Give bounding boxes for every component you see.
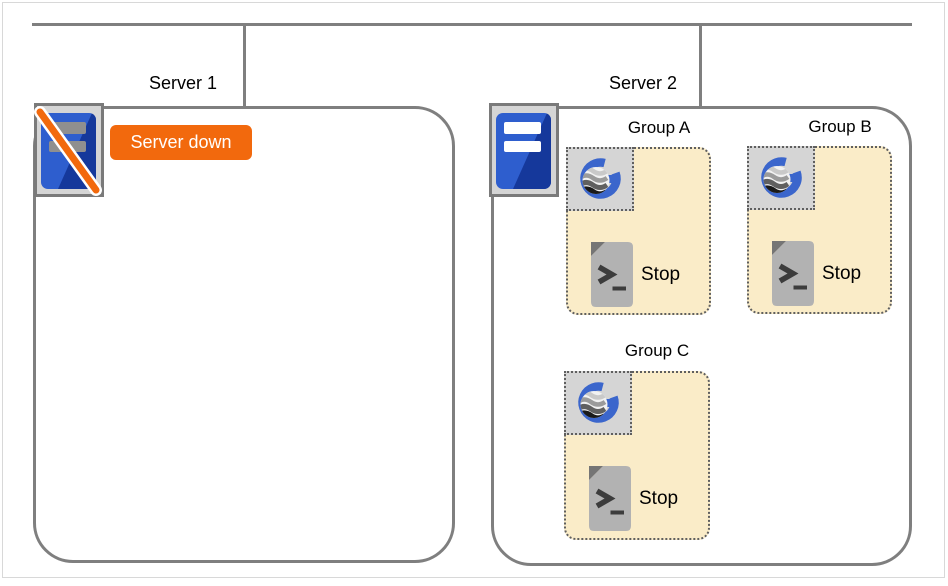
server-down-badge[interactable]: Server down	[110, 125, 252, 160]
group-c-label: Group C	[624, 341, 690, 360]
group-b-action-label: Stop	[822, 263, 862, 284]
group-c-logo-square[interactable]	[564, 371, 632, 435]
group-a-label: Group A	[627, 118, 691, 137]
shell-script-icon[interactable]	[586, 465, 634, 532]
group-c-action-label: Stop	[639, 488, 679, 509]
server1-label: Server 1	[148, 73, 218, 93]
g-globe-logo-icon	[580, 158, 621, 199]
server-tower-crossed-out-icon[interactable]	[34, 103, 104, 197]
g-globe-logo-icon	[578, 382, 619, 423]
server-tower-icon[interactable]	[489, 103, 559, 197]
server1-connector-line	[243, 23, 246, 106]
shell-script-icon[interactable]	[769, 240, 817, 307]
group-b-box[interactable]: Stop	[747, 146, 892, 314]
g-globe-logo-icon	[761, 157, 802, 198]
network-trunk-line	[32, 23, 912, 26]
server2-label: Server 2	[608, 73, 678, 93]
group-a-box[interactable]: Stop	[566, 147, 711, 315]
group-b-logo-square[interactable]	[747, 146, 815, 210]
server2-connector-line	[699, 23, 702, 106]
group-c-box[interactable]: Stop	[564, 371, 710, 540]
group-a-logo-square[interactable]	[566, 147, 634, 211]
group-b-label: Group B	[808, 117, 872, 136]
canvas-border	[2, 2, 945, 578]
shell-script-icon[interactable]	[588, 241, 636, 308]
group-a-action-label: Stop	[641, 264, 681, 285]
